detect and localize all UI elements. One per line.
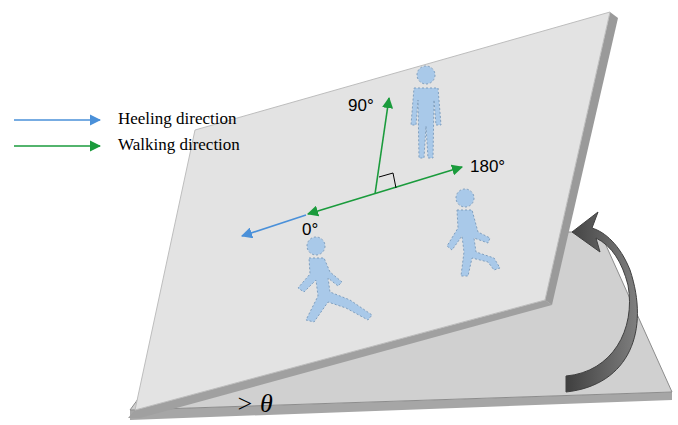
angle-label: 90°: [348, 97, 374, 116]
walking-axis-arrow: [308, 167, 462, 214]
legend-text: Heeling direction: [118, 110, 237, 129]
right-angle-mark: [379, 173, 396, 188]
walking-legend-arrow: [14, 145, 100, 147]
tilted-platform: [128, 12, 618, 418]
person-figures: [298, 66, 500, 322]
tilt-angle-label: > θ: [236, 390, 273, 419]
rotation-arrow: [566, 212, 637, 392]
angle-label: 0°: [302, 221, 318, 240]
legend-text: Walking direction: [118, 136, 240, 155]
walking-90-arrow: [375, 98, 389, 194]
heeling-legend-arrow: [14, 119, 100, 121]
angle-label: 180°: [470, 158, 505, 177]
heeling-arrow: [242, 215, 306, 236]
